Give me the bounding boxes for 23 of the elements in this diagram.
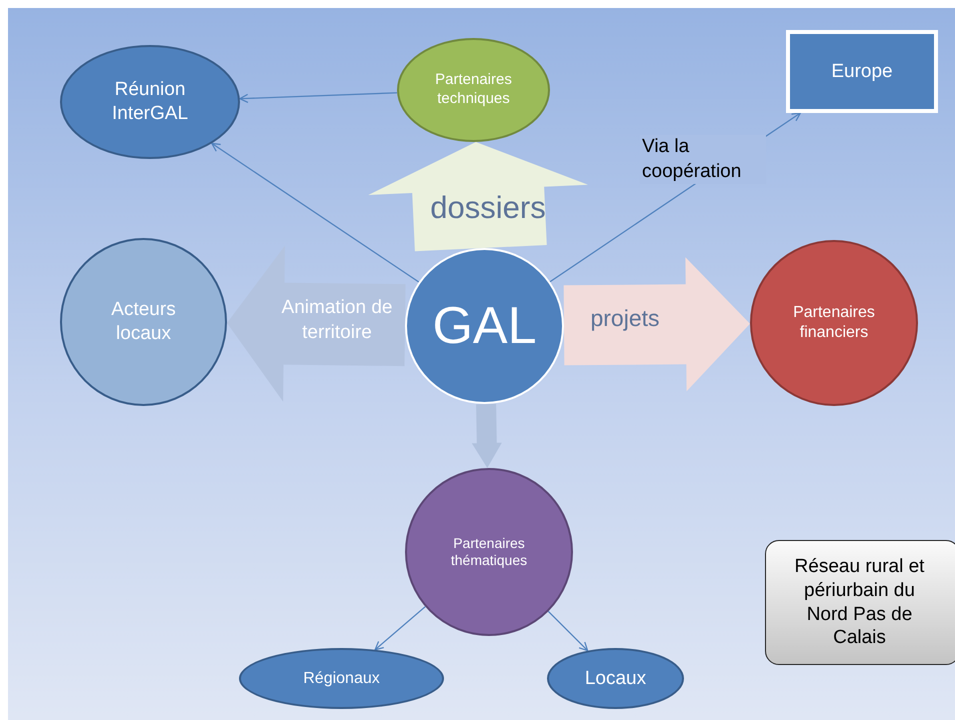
block-arrow	[564, 257, 750, 392]
node-label: Régionaux	[303, 668, 380, 688]
node-label: Réseau rural et périurbain du Nord Pas de Calais	[794, 555, 926, 650]
node-label: GAL	[432, 296, 537, 356]
node-label: Partenaires thématiques	[450, 534, 528, 570]
node-label: Réunion InterGAL	[110, 78, 190, 126]
block-arrow	[227, 246, 406, 402]
arrow	[374, 606, 426, 650]
node-label: Acteurs locaux	[110, 298, 177, 346]
arrow	[239, 92, 398, 103]
node-label: Partenaires techniques	[434, 71, 513, 109]
edge-label: Via la coopération	[640, 135, 766, 184]
arrow-label: dossiers	[429, 189, 547, 227]
arrow-label: Animation de territoire	[280, 296, 394, 345]
arrow	[211, 142, 420, 282]
block-arrow	[472, 404, 502, 468]
node-label: Europe	[831, 60, 893, 84]
arrow-label: projets	[589, 304, 661, 333]
node-label: Partenaires financiers	[792, 303, 876, 343]
rectangle-node	[786, 30, 938, 113]
rounded-box	[765, 540, 955, 665]
block-arrow	[368, 142, 588, 252]
node-label: Locaux	[584, 666, 646, 690]
